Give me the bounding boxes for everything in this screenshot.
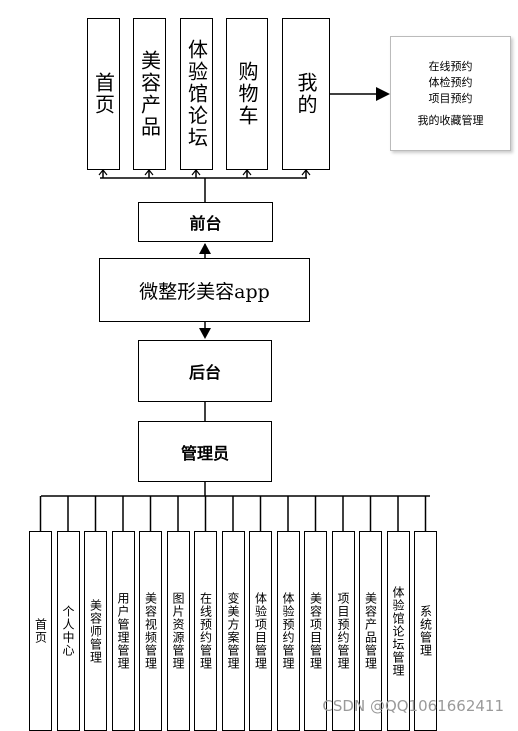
admin-module-1: 首页 (29, 531, 52, 731)
front-arrowhead-1 (98, 169, 108, 176)
front-module-forum: 体验馆论坛 (180, 18, 213, 170)
front-module-beauty-products-label: 美容产品 (137, 50, 162, 138)
admin-module-11: 美容项目管理 (304, 531, 327, 731)
admin-module-label: 变美方案管理 (226, 592, 240, 670)
admin-module-label: 美容产品管理 (363, 592, 378, 670)
admin-module-label: 首页 (33, 618, 48, 644)
admin-node-label: 管理员 (180, 443, 229, 463)
admin-module-10: 体验预约管理 (276, 531, 300, 731)
front-arrowhead-4 (242, 169, 252, 176)
admin-module-label: 用户管理管理 (116, 592, 130, 670)
front-module-beauty-products: 美容产品 (133, 18, 166, 170)
front-node-label: 前台 (189, 214, 222, 233)
admin-module-7: 在线预约管理 (194, 531, 217, 731)
watermark: CSDN @QQ1061662411 (322, 697, 504, 715)
front-arrowhead-3 (191, 169, 201, 176)
front-module-cart-label: 购物车 (235, 61, 259, 127)
admin-module-5: 美容视频管理 (139, 531, 162, 731)
front-module-cart: 购物车 (226, 18, 268, 170)
front-module-home: 首页 (87, 18, 120, 170)
admin-module-12: 项目预约管理 (331, 531, 355, 731)
app-node: 微整形美容app (99, 258, 310, 322)
app-node-label: 微整形美容app (139, 280, 270, 303)
front-module-home-label: 首页 (91, 72, 116, 116)
admin-module-9: 体验项目管理 (249, 531, 272, 731)
admin-module-label: 美容项目管理 (308, 592, 323, 670)
mine-detail-3: 项目预约 (428, 91, 473, 105)
admin-module-2: 个人中心 (56, 531, 80, 731)
admin-module-label: 美容师管理 (88, 598, 103, 664)
admin-node: 管理员 (138, 421, 272, 482)
admin-module-label: 图片资源管理 (171, 592, 185, 670)
admin-module-label: 在线预约管理 (198, 592, 213, 670)
admin-module-4: 用户管理管理 (111, 531, 135, 731)
admin-module-label: 体验项目管理 (253, 592, 268, 670)
back-node: 后台 (138, 340, 272, 402)
admin-module-label: 体验馆论坛管理 (391, 585, 405, 677)
admin-module-8: 变美方案管理 (221, 531, 245, 731)
front-module-mine-label: 我的 (294, 72, 318, 116)
back-node-label: 后台 (188, 363, 221, 382)
front-arrowhead-2 (144, 169, 154, 176)
front-node: 前台 (138, 202, 273, 242)
admin-module-15: 系统管理 (414, 531, 437, 731)
front-module-mine: 我的 (282, 18, 330, 170)
mine-detail-2: 体检预约 (428, 75, 473, 89)
front-arrowhead-5 (301, 169, 311, 176)
admin-module-14: 体验馆论坛管理 (386, 531, 410, 731)
mine-detail-1: 在线预约 (428, 59, 473, 73)
admin-module-label: 项目预约管理 (336, 592, 350, 670)
front-module-forum-label: 体验馆论坛 (184, 39, 209, 149)
admin-module-label: 系统管理 (418, 605, 433, 657)
admin-module-3: 美容师管理 (84, 531, 107, 731)
admin-module-13: 美容产品管理 (359, 531, 382, 731)
admin-module-label: 美容视频管理 (143, 592, 158, 670)
admin-module-label: 个人中心 (61, 605, 75, 657)
mine-details-note: 在线预约 体检预约 项目预约 我的收藏管理 (390, 36, 511, 151)
admin-module-label: 体验预约管理 (281, 592, 295, 670)
admin-module-6: 图片资源管理 (166, 531, 190, 731)
mine-detail-4: 我的收藏管理 (417, 113, 484, 127)
